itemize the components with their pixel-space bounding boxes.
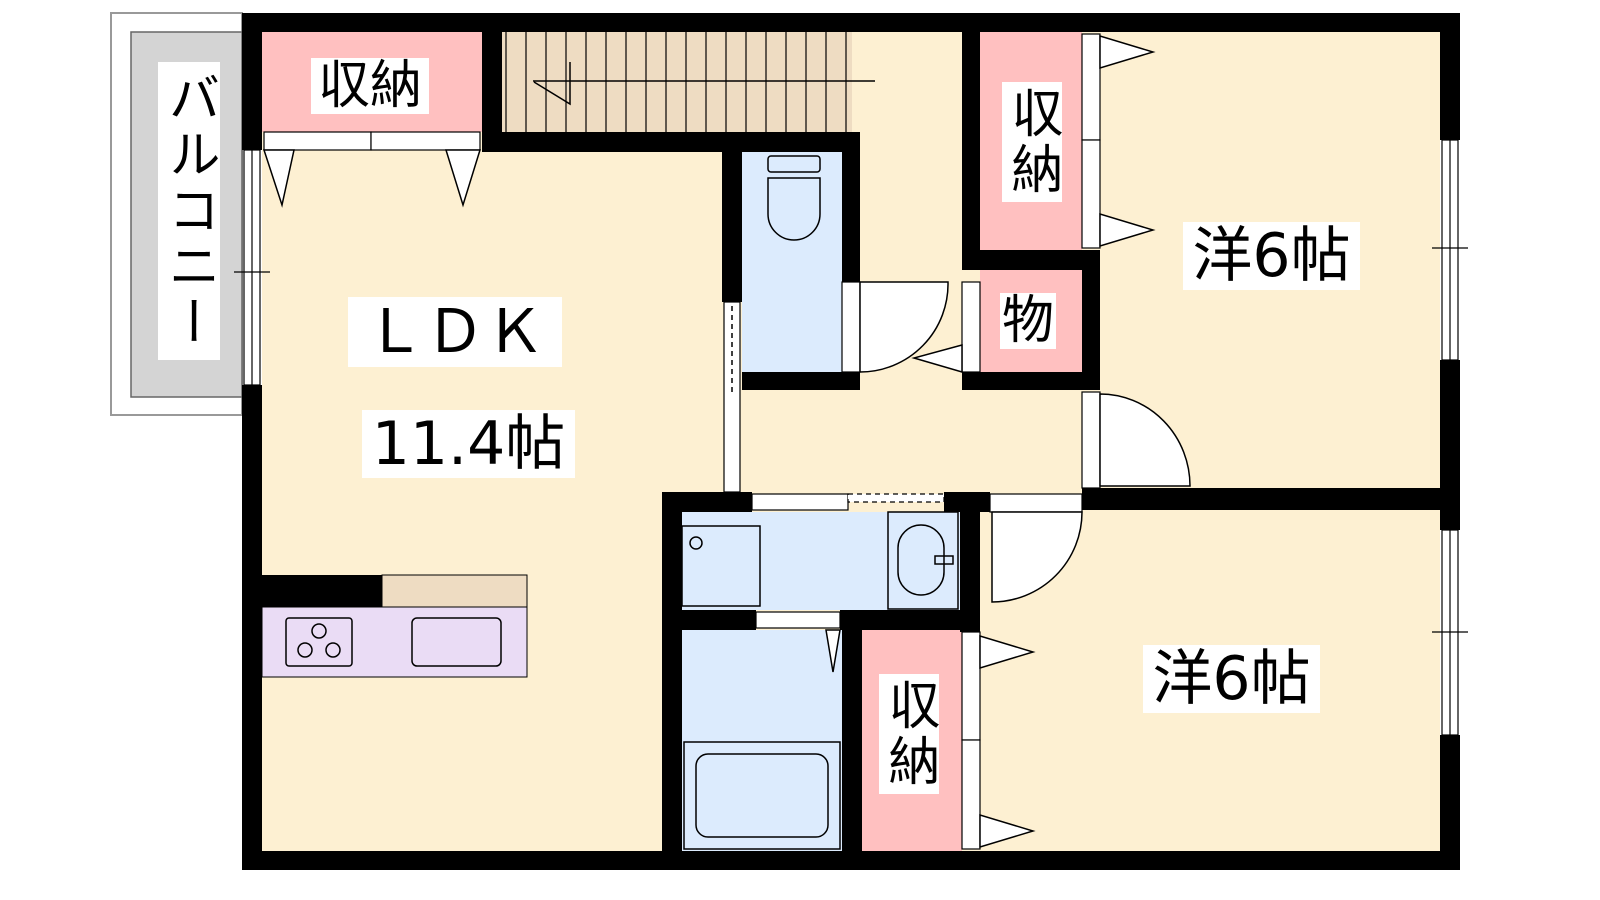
door-swing-icon <box>1099 212 1156 248</box>
bathtub-icon <box>683 741 841 850</box>
closet-door[interactable] <box>263 131 372 151</box>
washroom-door[interactable] <box>847 493 945 503</box>
kitchen-counter <box>381 574 528 608</box>
window[interactable] <box>1432 139 1468 361</box>
kitchen-sink-icon <box>411 617 502 667</box>
bathroom <box>682 630 842 851</box>
bedroom-2-door[interactable] <box>989 493 1083 513</box>
closet-door[interactable] <box>961 631 981 741</box>
closet-door[interactable] <box>961 739 981 850</box>
stove-icon <box>285 617 353 667</box>
toilet-icon <box>767 155 821 241</box>
door-swing-icon <box>1099 34 1156 70</box>
storage-top-right-label: 収納 <box>1002 82 1062 202</box>
window[interactable] <box>1432 529 1468 736</box>
closet-door[interactable] <box>1081 139 1101 249</box>
partition-window[interactable] <box>723 301 741 493</box>
ldk-label: ＬＤＫ <box>348 297 562 367</box>
door-swing-icon <box>262 149 295 208</box>
walls <box>242 13 1460 870</box>
door-swing-icon <box>1099 393 1191 487</box>
storage-top-left-label: 収納 <box>311 58 429 114</box>
door-swing-icon <box>979 813 1036 849</box>
storage-small-label: 物 <box>1000 291 1056 351</box>
closet-door[interactable] <box>1081 33 1101 141</box>
bedroom-2-label: 洋6帖 <box>1143 645 1320 713</box>
window[interactable] <box>234 149 270 386</box>
door-swing-icon <box>979 634 1036 670</box>
door-swing-icon <box>444 149 482 208</box>
bedroom-1-label: 洋6帖 <box>1183 222 1360 290</box>
door-swing-icon <box>991 511 1083 603</box>
bedroom-1-door[interactable] <box>1081 391 1101 489</box>
closet-door[interactable] <box>370 131 481 151</box>
stairs <box>502 32 875 132</box>
sink-icon <box>887 511 959 610</box>
ldk-size: 11.4帖 <box>362 410 575 478</box>
storage-bottom-label: 収納 <box>879 674 939 794</box>
door-swing-icon <box>825 629 841 673</box>
door-swing-icon <box>859 281 949 373</box>
door-swing-icon <box>911 344 963 373</box>
bathroom-door[interactable] <box>755 611 841 629</box>
toilet-door[interactable] <box>841 281 861 373</box>
washroom-door[interactable] <box>751 493 849 511</box>
balcony-label: バルコニー <box>158 62 220 360</box>
storage-small-door[interactable] <box>961 281 981 373</box>
